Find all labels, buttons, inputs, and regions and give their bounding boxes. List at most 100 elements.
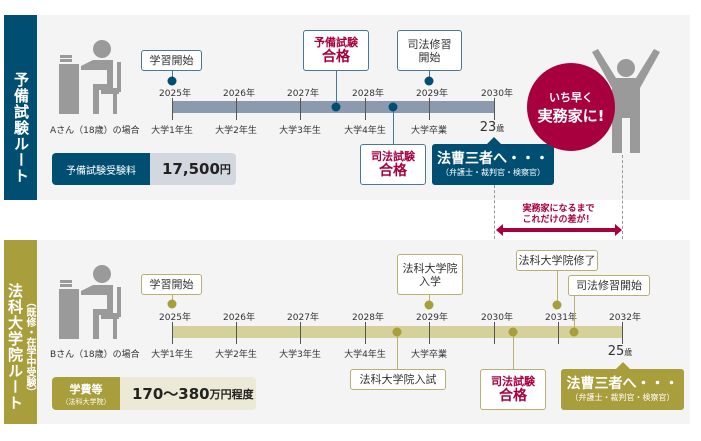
gap-double-arrow-icon — [496, 224, 622, 236]
tick — [622, 322, 623, 344]
goal-box-prelim: 法曹三者へ・・・（弁護士・裁判官・検察官） — [432, 137, 554, 185]
event-text: 司法試験 — [371, 149, 415, 163]
age-label: 25歳 — [608, 344, 633, 359]
tick — [236, 98, 237, 120]
event-text: 合格 — [499, 387, 527, 404]
grade-label: 大学4年生 — [344, 350, 386, 360]
year-label: 2029年 — [416, 89, 448, 99]
goal-title: 法曹三者へ・・・ — [566, 376, 679, 392]
year-label: 2026年 — [223, 313, 255, 323]
event-text: 予備試験 — [314, 35, 358, 49]
event-lawschool-enroll: 法科大学院入学 — [397, 254, 463, 295]
event-dot — [392, 327, 402, 337]
connector — [429, 71, 430, 81]
gap-text: これだけの差が！ — [522, 215, 595, 225]
year-label: 2030年 — [481, 313, 513, 323]
goal-sub: （弁護士・裁判官・検察官） — [441, 168, 545, 177]
person-b-label: Bさん（18歳）の場合 — [50, 350, 140, 360]
tick — [172, 322, 173, 344]
grade-label: 大学卒業 — [410, 126, 448, 136]
year-label: 2031年 — [545, 313, 577, 323]
event-dot — [569, 327, 579, 337]
gap-guide-line — [622, 155, 623, 310]
person-a-label: Aさん（18歳）の場合 — [50, 126, 140, 136]
tick — [365, 322, 366, 344]
connector — [397, 332, 398, 369]
age-unit: 歳 — [496, 124, 505, 133]
age-unit: 歳 — [624, 348, 633, 357]
connector — [429, 295, 430, 305]
event-dot — [552, 300, 562, 310]
connector — [336, 71, 337, 107]
event-dot — [508, 327, 518, 337]
fee-unit: 円 — [219, 163, 231, 176]
event-text: 合格 — [322, 48, 350, 65]
tick — [365, 98, 366, 120]
age-label: 23歳 — [480, 120, 505, 135]
event-text: 司法修習 — [407, 37, 452, 51]
year-label: 2032年 — [609, 313, 641, 323]
event-text: 司法修習開始 — [576, 279, 642, 292]
gap-text: 実務家になるまで — [522, 204, 595, 214]
event-text: 学習開始 — [149, 278, 194, 291]
event-prelim-pass: 予備試験合格 — [303, 30, 369, 71]
year-label: 2027年 — [287, 313, 319, 323]
event-lawschool-entrance: 法科大学院入試 — [350, 369, 446, 390]
grade-label: 大学3年生 — [279, 350, 321, 360]
year-label: 2028年 — [352, 89, 384, 99]
connector — [513, 332, 514, 369]
event-text: 合格 — [379, 162, 407, 179]
age-value: 25 — [607, 344, 625, 359]
tick — [172, 98, 173, 120]
badge-early-practitioner: いち早く実務家に! — [527, 63, 615, 151]
event-dot — [388, 102, 398, 112]
goal-title: 法曹三者へ・・・ — [437, 151, 549, 167]
grade-label: 大学1年生 — [151, 126, 193, 136]
tick — [236, 322, 237, 344]
year-label: 2027年 — [287, 89, 319, 99]
event-text: 司法試験 — [491, 374, 535, 388]
event-dot — [167, 299, 177, 309]
connector — [172, 71, 173, 81]
event-dot — [167, 76, 177, 86]
goal-box-lawschool: 法曹三者へ・・・（弁護士・裁判官・検察官） — [561, 362, 684, 410]
fee-amount: 17,500 — [162, 160, 220, 178]
grade-label: 大学2年生 — [215, 126, 257, 136]
event-text: 法科大学院修了 — [518, 254, 596, 267]
event-study-start: 学習開始 — [141, 50, 202, 71]
tick — [429, 98, 430, 120]
fee-unit: 万円程度 — [209, 387, 254, 401]
route-label-text: 法科大学院ルート — [6, 283, 24, 411]
lawschool-route-label: 法科大学院ルート（既修・在学中受験） — [4, 240, 37, 424]
fee-sub-text: （法科大学院） — [61, 397, 111, 406]
fee-label: 学費等（法科大学院） — [52, 377, 120, 410]
connector — [393, 107, 394, 144]
event-study-start: 学習開始 — [141, 274, 202, 295]
grade-label: 大学1年生 — [151, 350, 193, 360]
year-label: 2030年 — [481, 89, 513, 99]
grade-label: 大学2年生 — [215, 350, 257, 360]
event-training-start: 司法修習開始 — [397, 30, 462, 71]
year-label: 2029年 — [416, 313, 448, 323]
year-label: 2025年 — [159, 313, 191, 323]
connector — [574, 296, 575, 332]
tick — [494, 98, 495, 120]
grade-label: 大学卒業 — [410, 350, 448, 360]
event-text: 学習開始 — [149, 54, 194, 67]
event-bar-exam-pass: 司法試験合格 — [480, 369, 546, 410]
age-value: 23 — [479, 120, 497, 135]
event-text: 法科大学院 — [402, 261, 458, 275]
event-text: 入学 — [419, 274, 441, 288]
event-dot — [331, 102, 341, 112]
goal-sub: （弁護士・裁判官・検察官） — [570, 393, 675, 402]
connector — [172, 295, 173, 303]
grade-label: 大学4年生 — [344, 126, 386, 136]
studying-person-icon — [59, 265, 121, 339]
fee-label-text: 予備試験受験料 — [66, 165, 136, 177]
event-bar-exam-pass: 司法試験合格 — [360, 144, 426, 185]
fee-label: 予備試験受験料 — [52, 153, 150, 185]
connector — [557, 271, 558, 305]
